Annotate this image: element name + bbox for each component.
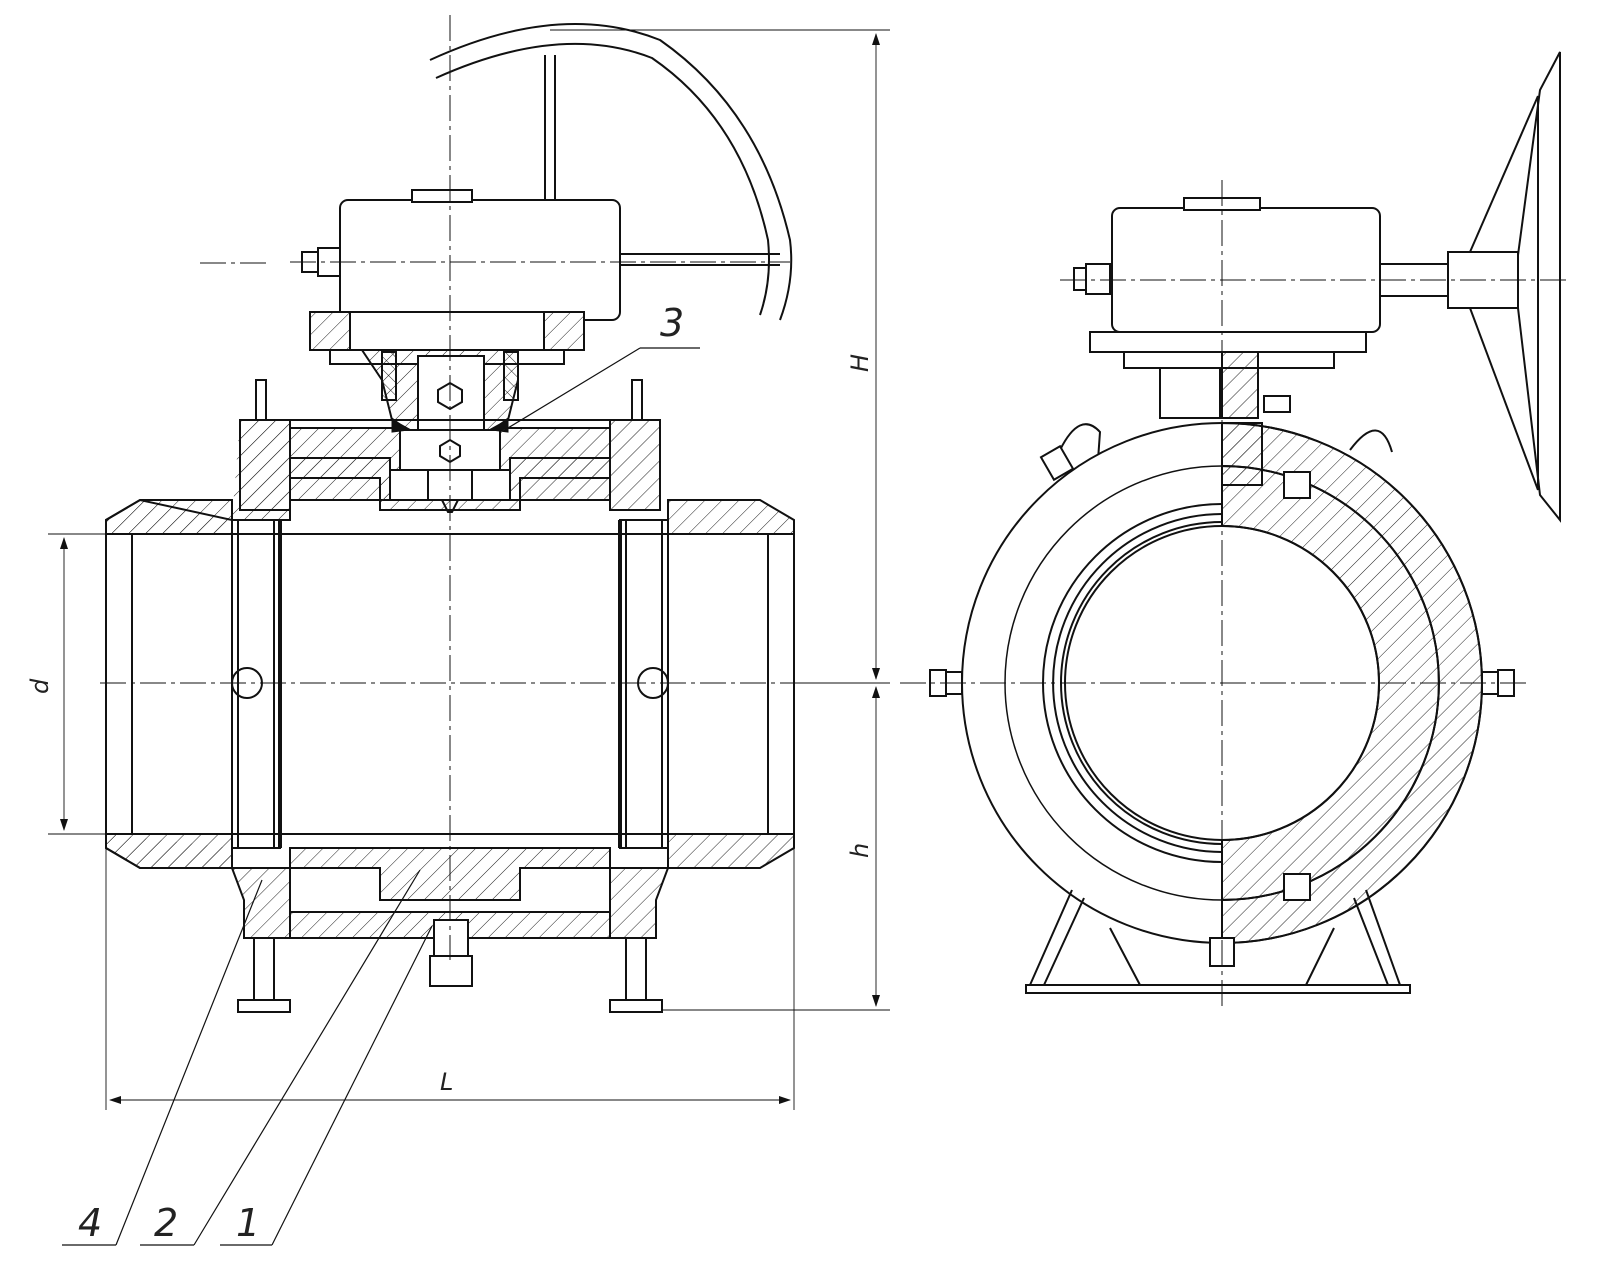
callout-4: 4 bbox=[78, 1201, 102, 1245]
dimension-L-label: L bbox=[440, 1068, 453, 1096]
support-leg-right bbox=[625, 937, 647, 1009]
gearbox-housing bbox=[339, 199, 621, 321]
drain-plug bbox=[433, 919, 469, 957]
side-gearbox bbox=[1111, 207, 1381, 333]
handwheel-arc bbox=[429, 23, 793, 321]
dimension-d-label: d bbox=[26, 678, 54, 694]
dimension-h-label: h bbox=[846, 843, 874, 858]
support-leg-left bbox=[253, 937, 275, 1009]
dimension-H-label: H bbox=[846, 354, 874, 372]
front-section-view bbox=[100, 15, 800, 1013]
seat-left bbox=[231, 519, 281, 849]
callout-3: 3 bbox=[660, 301, 684, 345]
side-view bbox=[900, 51, 1570, 1010]
callouts: 3 4 2 1 bbox=[62, 301, 700, 1246]
dimensions: H h d L bbox=[26, 29, 890, 1110]
seat-right bbox=[619, 519, 669, 849]
right-end-connector bbox=[609, 419, 661, 511]
side-base-stand bbox=[1029, 889, 1401, 986]
callout-1: 1 bbox=[236, 1201, 260, 1245]
callout-2: 2 bbox=[154, 1201, 178, 1245]
